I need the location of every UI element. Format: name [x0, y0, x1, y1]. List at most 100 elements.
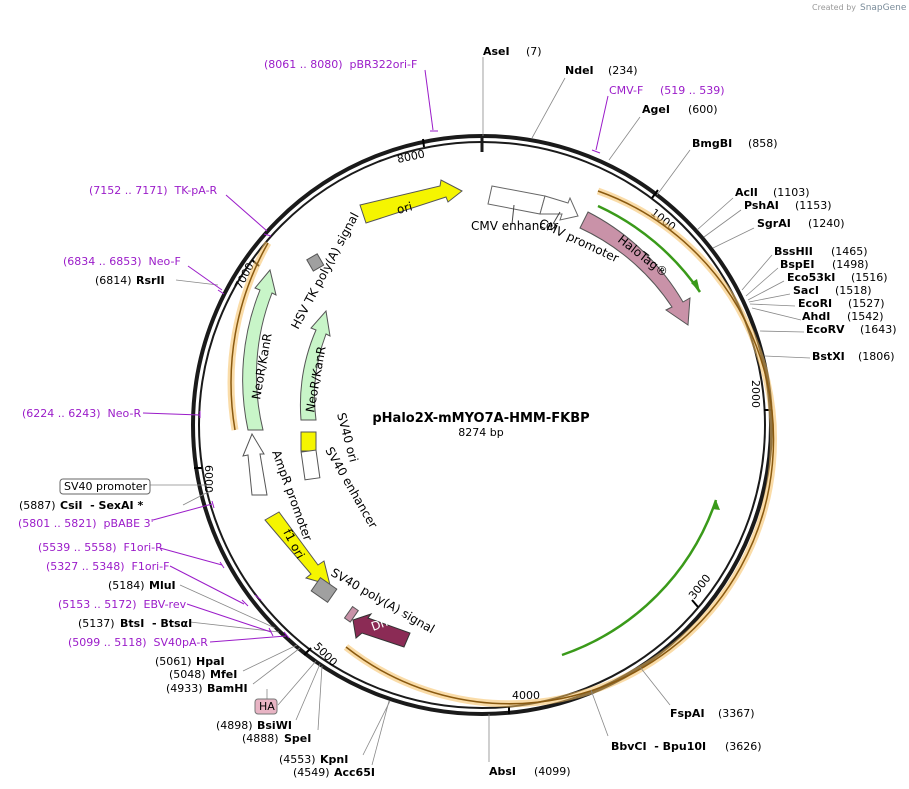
- tick-mark: [303, 647, 312, 656]
- enzyme-position: (5048): [169, 668, 206, 681]
- hsv-tk-polya-feature[interactable]: [306, 253, 325, 272]
- cds-green-arrowhead: [712, 500, 720, 510]
- enzyme-position: (1542): [847, 310, 884, 323]
- ha-box[interactable]: [254, 698, 278, 715]
- neor-kanr-feature-1[interactable]: [242, 268, 277, 431]
- enzyme-name: PshAI: [744, 199, 779, 212]
- enzyme-position: (1516): [851, 271, 888, 284]
- enzyme-name: EcoRI: [798, 297, 832, 310]
- halotag-feature[interactable]: [579, 211, 691, 326]
- tick-mark: [651, 189, 659, 199]
- enzyme-name: MluI: [149, 579, 176, 592]
- f1-ori-feature[interactable]: [264, 511, 331, 586]
- primer-marker: [591, 149, 601, 154]
- enzyme-leader-group: [150, 57, 811, 766]
- enzyme-leader: [590, 689, 609, 737]
- enzyme-leader: [741, 254, 773, 291]
- primer-labels: (8061 .. 8080) pBR322ori-F CMV-F (519 ..…: [18, 58, 725, 649]
- primer-leader: [209, 635, 287, 643]
- enzyme-name: MfeI: [210, 668, 237, 681]
- enzyme-position: (4898): [216, 719, 253, 732]
- cmv-enhancer-feature[interactable]: [487, 185, 546, 215]
- primer-label: (519 .. 539): [660, 84, 725, 97]
- tick-label: 4000: [512, 689, 540, 702]
- enzyme-position: (1643): [860, 323, 897, 336]
- cds-green-arc: [561, 499, 718, 657]
- enzyme-name: Eco53kI: [787, 271, 835, 284]
- primer-leader: [186, 603, 272, 633]
- primer-leader: [187, 265, 223, 291]
- primer-leader: [142, 412, 201, 416]
- dmrb-feature[interactable]: [352, 613, 411, 648]
- enzyme-position: (1240): [808, 217, 845, 230]
- primer-label: (6834 .. 6853) Neo-F: [63, 255, 181, 268]
- enzyme-leader: [749, 303, 796, 307]
- enzyme-position: (234): [608, 64, 638, 77]
- sv40-promoter-box[interactable]: [59, 478, 151, 495]
- enzyme-position: (600): [688, 103, 718, 116]
- enzyme-leader: [182, 489, 213, 506]
- enzyme-leader: [751, 307, 802, 321]
- sv40-polya-feature[interactable]: [310, 577, 338, 603]
- cmv-promoter-feature[interactable]: [539, 195, 579, 221]
- enzyme-position: (5184): [108, 579, 145, 592]
- enzyme-position: (3626): [725, 740, 762, 753]
- enzyme-leader: [696, 197, 734, 231]
- enzyme-name: AgeI: [642, 103, 670, 116]
- enzyme-leader: [371, 700, 390, 766]
- primer-leader: [169, 565, 245, 605]
- primer-label: (5327 .. 5348) F1ori-F: [46, 560, 169, 573]
- enzyme-name: BssHII: [774, 245, 813, 258]
- enzyme-name: BbvCI - Bpu10I: [611, 740, 706, 753]
- enzyme-leader: [703, 209, 742, 238]
- enzyme-position: (1498): [832, 258, 869, 271]
- neor-kanr-feature-2[interactable]: [299, 309, 331, 421]
- tick-label: 3000: [686, 572, 713, 602]
- enzyme-position: (7): [526, 45, 542, 58]
- ampr-promoter-feature[interactable]: [242, 432, 268, 496]
- enzyme-position: (1806): [858, 350, 895, 363]
- enzyme-position: (4553): [279, 753, 316, 766]
- primer-leader: [152, 503, 213, 521]
- primer-marker: [217, 289, 225, 295]
- enzyme-name: NdeI: [565, 64, 594, 77]
- primer-leader: [424, 69, 434, 131]
- halotag-label: HaloTag®: [615, 232, 670, 280]
- enzyme-leader: [764, 355, 811, 359]
- enzyme-name: BsiWI: [257, 719, 292, 732]
- enzyme-name: BtsI - BtsαI: [120, 617, 192, 630]
- enzyme-name: BspEI: [780, 258, 814, 271]
- enzyme-position: (4888): [242, 732, 279, 745]
- enzyme-position: (1103): [773, 186, 810, 199]
- cds-green-arc: [597, 204, 702, 293]
- enzyme-position: (1518): [835, 284, 872, 297]
- ori-feature[interactable]: [359, 179, 463, 224]
- enzyme-name: FspAI: [670, 707, 705, 720]
- sv40-enhancer-feature[interactable]: [300, 449, 321, 481]
- enzyme-name: AclI: [735, 186, 758, 199]
- primer-label: (5539 .. 5558) F1ori-R: [38, 541, 163, 554]
- enzyme-position: (858): [748, 137, 778, 150]
- enzyme-name: SgrAI: [757, 217, 791, 230]
- enzyme-leader: [747, 280, 785, 301]
- primer-marker: [241, 599, 249, 607]
- small-pink-feature: [343, 605, 359, 623]
- enzyme-position: (4549): [293, 766, 330, 779]
- enzyme-labels-left: (4553) KpnI (4549) Acc65I (4888) SpeI (4…: [19, 274, 375, 779]
- enzyme-position: (1465): [831, 245, 868, 258]
- sv40-promoter-box-label: SV40 promoter: [64, 480, 148, 493]
- primer-label: (7152 .. 7171) TK-pA-R: [89, 184, 218, 197]
- enzyme-name: CsiI - SexAI *: [60, 499, 143, 512]
- enzyme-name: EcoRV: [806, 323, 845, 336]
- primer-marker: [211, 500, 215, 509]
- credit-brand: SnapGene: [860, 3, 907, 13]
- enzyme-leader: [317, 665, 323, 731]
- ha-box-label: HA: [259, 700, 275, 713]
- cds-band-line: [345, 190, 775, 705]
- tick-label: 6000: [202, 465, 215, 493]
- sv40-ori-feature[interactable]: [300, 431, 317, 452]
- enzyme-name: Acc65I: [334, 766, 375, 779]
- primer-marker: [219, 561, 225, 569]
- enzyme-leader: [748, 293, 791, 303]
